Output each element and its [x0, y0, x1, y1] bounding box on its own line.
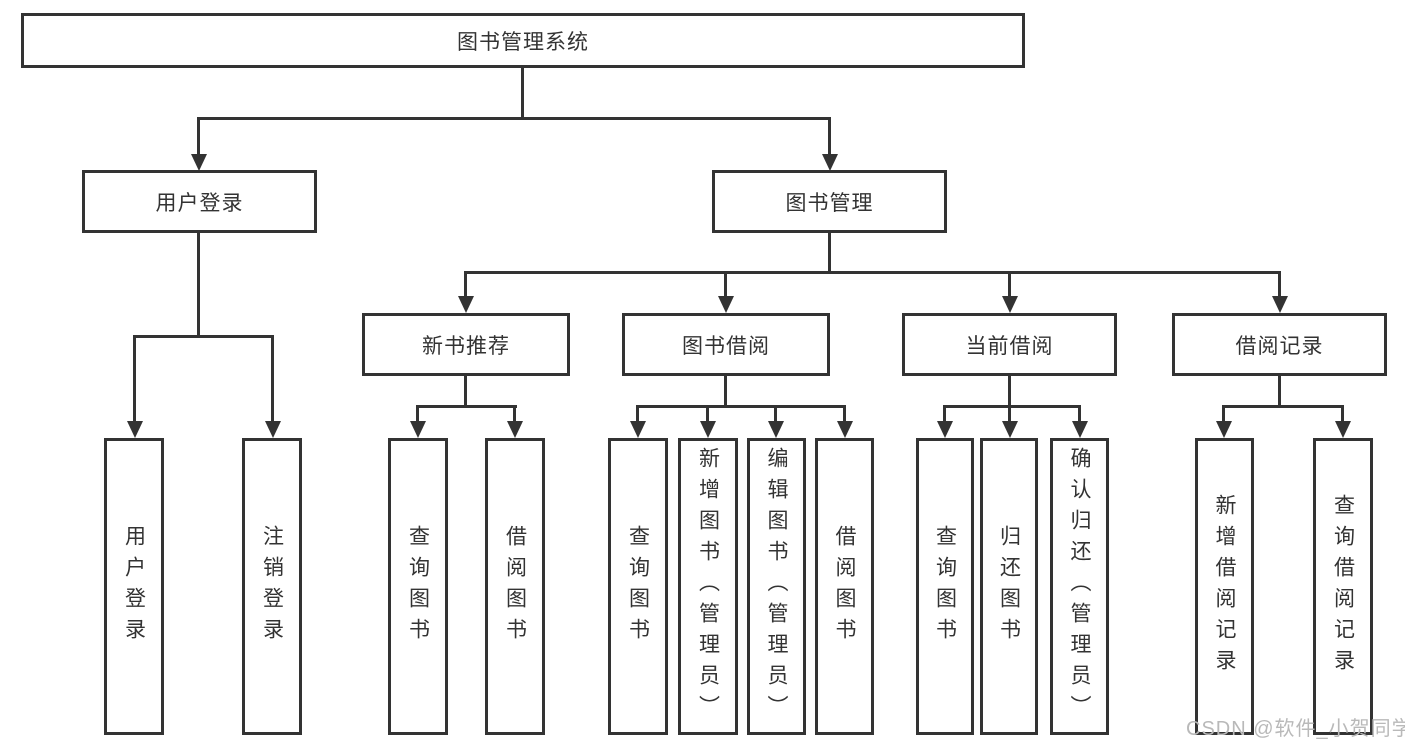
arrow-down-icon — [416, 405, 419, 421]
connector-user-login-stem — [197, 231, 200, 338]
node-current-borrowing: 当前借阅 — [902, 313, 1117, 376]
arrow-down-icon — [1008, 405, 1011, 421]
node-label: 图书借阅 — [682, 334, 770, 358]
node-leaf-user-login: 用户登录 — [104, 438, 164, 735]
node-leaf-confirm-return-admin: 确认归还（管理员） — [1050, 438, 1109, 735]
connector-book-borrow-bus — [636, 405, 846, 408]
node-label: 图书管理系统 — [457, 30, 589, 54]
node-leaf-borrow-books: 借阅图书 — [815, 438, 874, 735]
arrow-down-icon — [513, 405, 516, 421]
arrow-down-icon — [1278, 271, 1281, 296]
node-label: 借阅记录 — [1235, 334, 1324, 358]
connector-root-bus — [197, 117, 831, 120]
connector-book-mgmt-bus — [465, 271, 1281, 274]
node-user-login: 用户登录 — [82, 170, 317, 233]
node-library-management-system: 图书管理系统 — [21, 13, 1025, 68]
node-leaf-query-books-recommend: 查询图书 — [388, 438, 448, 735]
node-new-book-recommend: 新书推荐 — [362, 313, 570, 376]
arrow-down-icon — [464, 271, 467, 296]
node-leaf-logout: 注销登录 — [242, 438, 302, 735]
node-leaf-query-books-current: 查询图书 — [916, 438, 974, 735]
node-label: 确认归还（管理员） — [1068, 447, 1091, 726]
arrow-down-icon — [1222, 405, 1225, 421]
node-leaf-query-books-borrow: 查询图书 — [608, 438, 668, 735]
arrow-down-icon — [271, 335, 274, 421]
arrow-down-icon — [943, 405, 946, 421]
arrow-down-icon — [774, 405, 777, 421]
arrow-down-icon — [636, 405, 639, 421]
node-leaf-query-borrow-record: 查询借阅记录 — [1313, 438, 1373, 735]
connector-new-book-stem — [464, 374, 467, 408]
node-label: 查询图书 — [626, 524, 650, 649]
arrow-down-icon — [843, 405, 846, 421]
node-label: 借阅图书 — [833, 524, 856, 649]
node-label: 新增借阅记录 — [1213, 493, 1236, 680]
node-label: 新增图书（管理员） — [696, 447, 720, 726]
arrow-down-icon — [1341, 405, 1344, 421]
node-leaf-borrow-books-recommend: 借阅图书 — [485, 438, 545, 735]
connector-current-borrow-stem — [1008, 374, 1011, 408]
node-label: 查询图书 — [933, 524, 957, 649]
node-leaf-edit-book-admin: 编辑图书（管理员） — [747, 438, 806, 735]
node-label: 新书推荐 — [422, 334, 510, 358]
node-borrowing-records: 借阅记录 — [1172, 313, 1387, 376]
node-label: 借阅图书 — [503, 524, 527, 649]
connector-user-login-bus — [133, 335, 274, 338]
node-label: 编辑图书（管理员） — [765, 447, 788, 726]
node-label: 归还图书 — [997, 524, 1021, 649]
node-leaf-add-book-admin: 新增图书（管理员） — [678, 438, 738, 735]
node-label: 查询图书 — [406, 524, 430, 649]
connector-new-book-bus — [417, 405, 517, 408]
watermark: CSDN @软件_小贺同学 — [1186, 718, 1405, 740]
node-label: 当前借阅 — [965, 334, 1054, 358]
connector-book-borrow-stem — [724, 374, 727, 408]
connector-current-borrow-bus — [944, 405, 1081, 408]
connector-borrow-records-bus — [1222, 405, 1344, 408]
arrow-down-icon — [706, 405, 709, 421]
arrow-down-icon — [197, 117, 200, 154]
arrow-down-icon — [724, 271, 727, 296]
node-label: 查询借阅记录 — [1331, 493, 1355, 680]
node-book-management: 图书管理 — [712, 170, 947, 233]
connector-root-stem — [521, 66, 524, 119]
arrow-down-icon — [1078, 405, 1081, 421]
node-leaf-return-book: 归还图书 — [980, 438, 1038, 735]
node-label: 注销登录 — [260, 524, 284, 649]
node-label: 图书管理 — [785, 191, 874, 215]
node-label: 用户登录 — [155, 191, 244, 215]
arrow-down-icon — [828, 117, 831, 154]
connector-book-mgmt-stem — [828, 231, 831, 274]
node-leaf-add-borrow-record: 新增借阅记录 — [1195, 438, 1254, 735]
arrow-down-icon — [1008, 271, 1011, 296]
node-book-borrowing: 图书借阅 — [622, 313, 830, 376]
arrow-down-icon — [133, 335, 136, 421]
node-label: 用户登录 — [122, 524, 146, 649]
connector-borrow-records-stem — [1278, 374, 1281, 408]
